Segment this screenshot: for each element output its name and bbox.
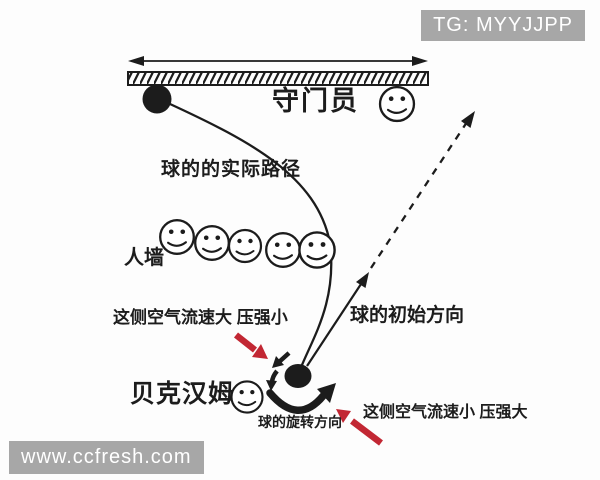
goal-width-arrow [128,56,428,66]
red-arrow-low-pressure-side [233,332,268,359]
initial-direction-label: 球的初始方向 [350,305,465,326]
wall-smiley-icon [298,231,336,269]
watermark-telegram: TG: MYYJJPP [421,10,585,41]
wall-smileys [159,219,336,269]
airflow-arrow-upper [272,351,291,368]
kicked-ball [284,364,312,388]
wall-smiley-icon [227,228,263,264]
spin-direction-arrow [266,383,336,414]
goalkeeper-label: 守门员 [272,86,359,116]
goalkeeper-smiley-icon [378,85,416,123]
watermark-website: www.ccfresh.com [9,441,204,474]
wall-smiley-icon [194,225,230,261]
airflow-arrow-lower [266,369,279,391]
actual-path-label: 球的的实际路径 [161,159,302,180]
ball-at-goal [142,84,172,114]
initial-direction-arrow [306,111,475,367]
wall-smiley-icon [159,219,195,255]
beckham-label: 贝克汉姆 [130,380,235,408]
wall-label: 人墙 [124,247,164,269]
spin-direction-label: 球的旋转方向 [258,414,342,430]
actual-path-curve [169,102,333,366]
goal-bar [127,71,429,86]
wall-smiley-icon [265,232,301,268]
low-pressure-label: 这侧空气流速大 压强小 [113,308,288,327]
red-arrow-high-pressure-side [336,409,383,446]
beckham-smiley-icon [230,380,264,414]
high-pressure-label: 这侧空气流速小 压强大 [363,404,528,421]
